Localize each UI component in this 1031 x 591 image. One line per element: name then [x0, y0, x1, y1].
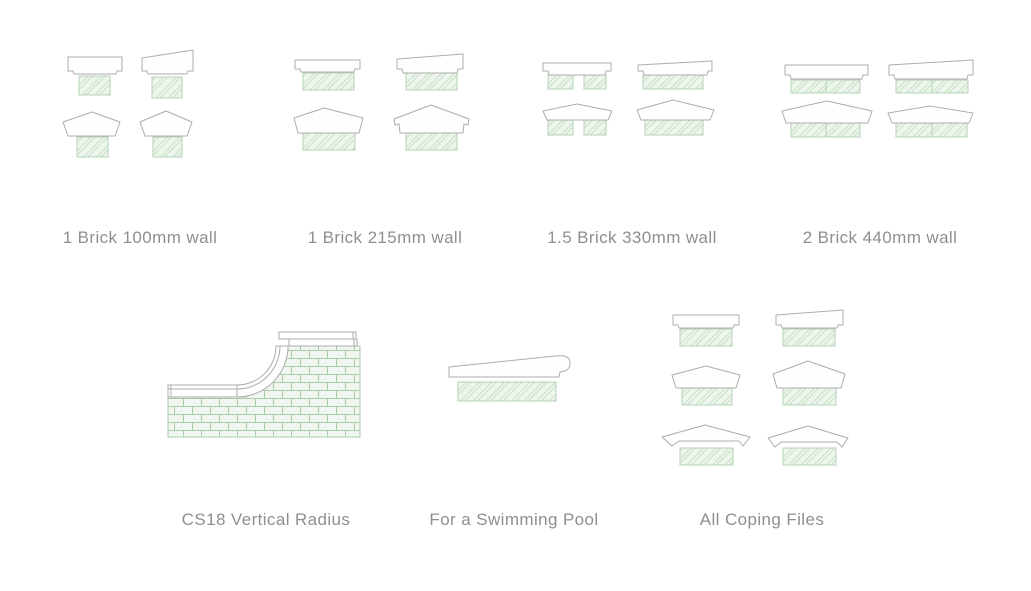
splayed-coping-profile: [775, 309, 844, 347]
apex-coping-profile: [139, 110, 193, 158]
label-1-brick-100mm-wall[interactable]: 1 Brick 100mm wall: [62, 228, 218, 247]
radius-coping-band: [167, 331, 358, 398]
splayed-coping-profile: [637, 60, 713, 90]
label-1-5-brick-330mm-wall[interactable]: 1.5 Brick 330mm wall: [547, 228, 717, 247]
drawing-2-brick-440mm-wall[interactable]: [778, 55, 978, 140]
label-2-brick-440mm-wall[interactable]: 2 Brick 440mm wall: [802, 228, 958, 247]
flat-coping-profile: [672, 314, 740, 347]
drawing-1-brick-215mm-wall[interactable]: [288, 48, 473, 153]
wide-apex-drip-coping-profile: [661, 424, 751, 466]
bullnose-pool-coping-profile: [448, 355, 571, 402]
apex-coping-profile: [781, 100, 873, 138]
drawing-all-coping-files[interactable]: [655, 305, 885, 473]
splayed-coping-profile: [888, 59, 974, 94]
flat-coping-profile: [67, 56, 123, 96]
splayed-coping-profile: [396, 53, 464, 91]
label-1-brick-215mm-wall[interactable]: 1 Brick 215mm wall: [307, 228, 463, 247]
label-for-a-swimming-pool[interactable]: For a Swimming Pool: [429, 510, 599, 529]
label-all-coping-files[interactable]: All Coping Files: [699, 510, 825, 529]
shallow-apex-coping-profile: [293, 107, 364, 151]
splayed-coping-profile: [141, 49, 194, 99]
drawing-swimming-pool-coping[interactable]: [445, 352, 580, 414]
apex-coping-profile: [887, 105, 974, 138]
apex-coping-profile: [62, 111, 121, 158]
flat-coping-profile: [542, 62, 612, 90]
apex-coping-profile: [393, 104, 470, 151]
flat-coping-profile: [784, 64, 869, 94]
wide-apex-drip-coping-profile: [767, 425, 849, 466]
drawing-1-brick-100mm-wall[interactable]: [55, 45, 205, 180]
label-cs18-vertical-radius[interactable]: CS18 Vertical Radius: [181, 510, 351, 529]
drawing-cs18-vertical-radius[interactable]: [165, 318, 365, 445]
shallow-apex-coping-profile: [542, 103, 613, 136]
shallow-apex-coping-profile: [671, 365, 741, 406]
apex-coping-profile: [636, 99, 715, 136]
flat-coping-profile: [294, 59, 361, 91]
drawing-1-5-brick-330mm-wall[interactable]: [538, 55, 718, 140]
apex-coping-profile: [772, 360, 846, 406]
